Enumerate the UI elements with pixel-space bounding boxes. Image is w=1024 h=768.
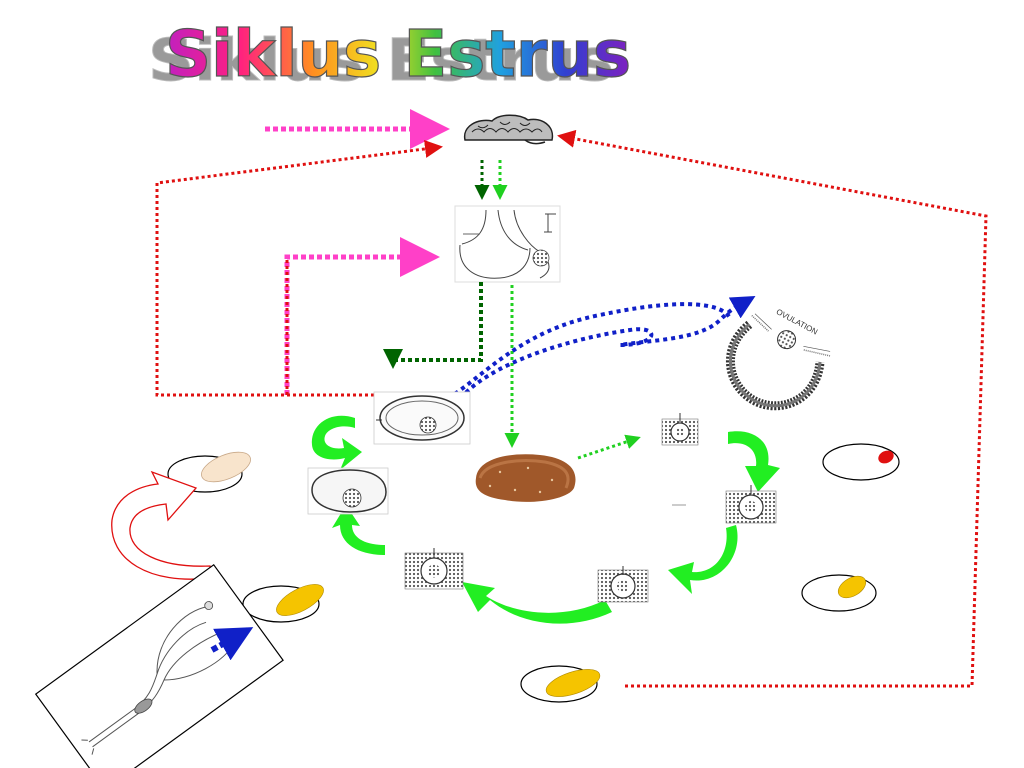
follicle-top <box>661 413 699 446</box>
oval-peach <box>167 451 251 493</box>
follicle-bottom-right <box>597 566 649 603</box>
cycle-arrow-bottom <box>462 582 612 624</box>
oval-yellow-bottom <box>520 665 601 703</box>
red-feedback-left <box>155 139 443 397</box>
red-feedback-right <box>557 129 988 688</box>
oval-yellow-right <box>801 574 877 612</box>
oval-yellow-left <box>242 584 324 623</box>
light-green-arrow-to-follicle <box>577 434 641 460</box>
cycle-arrow-right-upper <box>728 431 780 492</box>
cycle-arrows <box>311 415 780 624</box>
follicle-tertiary <box>307 467 389 515</box>
blue-arrow-to-oval <box>210 627 254 661</box>
dark-green-arrow-to-follicle <box>383 282 483 369</box>
pink-arrow-to-pituitary <box>284 237 440 395</box>
follicle-bottom-left <box>404 548 464 590</box>
blue-hormone-path <box>450 296 756 413</box>
reproductive-tract-icon <box>34 563 284 768</box>
ovulation-follicle-icon: OVULATION <box>725 307 831 411</box>
page-title: Siklus Estrus <box>165 18 631 92</box>
pituitary-gland-icon <box>454 205 561 283</box>
cycle-arrow-right-lower <box>668 525 738 594</box>
page-title-shadow: Siklus Estrus <box>148 27 614 94</box>
cycle-arrow-top-left <box>311 415 362 470</box>
corpus-luteum-icon <box>475 454 576 502</box>
red-outline-curved-arrow <box>111 470 211 580</box>
follicle-right <box>725 485 777 524</box>
blue-hormone-path-return <box>447 302 732 400</box>
cycle-arrow-left <box>332 505 385 555</box>
title-banner: Siklus Estrus Siklus Estrus <box>148 18 632 94</box>
follicle-secondary <box>373 391 471 445</box>
brain-icon <box>463 114 554 145</box>
oval-red-spot <box>822 443 900 481</box>
